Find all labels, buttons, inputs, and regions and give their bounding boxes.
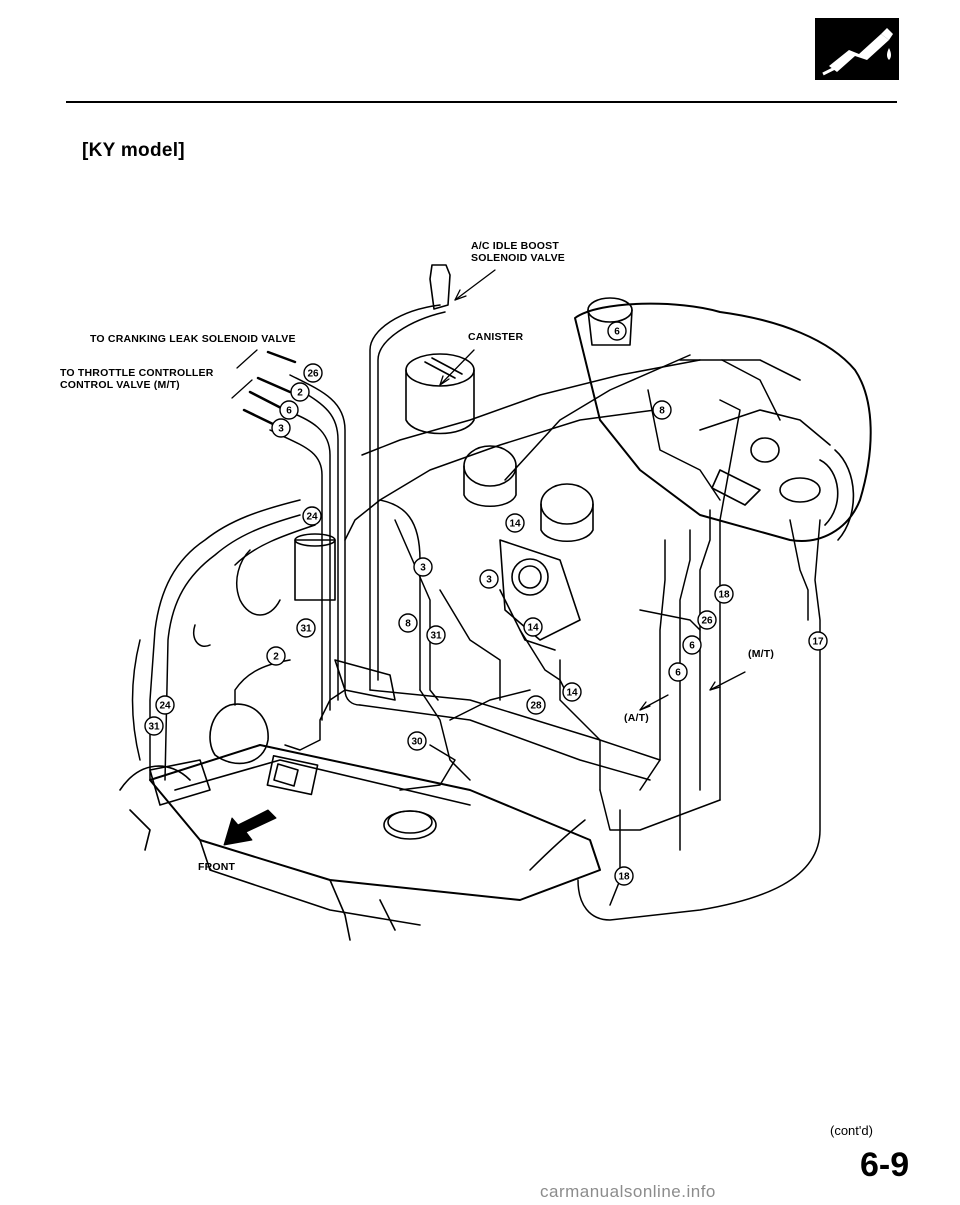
hose-callout-circle: [266, 646, 286, 666]
hose-number-24b: 24: [159, 701, 171, 712]
front-arrow: [223, 809, 277, 846]
hose-number-14a: 14: [509, 519, 521, 530]
hose-number-14b: 14: [527, 623, 539, 634]
hose-number-3a: 3: [278, 424, 284, 435]
hose-callout-circle: [290, 382, 310, 402]
hose-number-3b: 3: [420, 563, 426, 574]
mt-label: (M/T): [748, 648, 775, 660]
model-title: [KY model]: [82, 140, 185, 161]
hose-number-31b: 31: [430, 631, 442, 642]
fuel-nozzle-icon: [815, 18, 899, 80]
ac-idle-boost-label-line2: SOLENOID VALVE: [471, 252, 566, 264]
hose-number-2b: 2: [273, 652, 279, 663]
hose-number-31a: 31: [300, 624, 312, 635]
hose-callout-circle: [614, 866, 634, 886]
hose-number-18b: 18: [618, 872, 630, 883]
hose-callout-circle: [682, 635, 702, 655]
hose-callout-circle: [808, 631, 828, 651]
hose-callout-circle: [303, 363, 323, 383]
hose-number-2a: 2: [297, 388, 303, 399]
hose-number-31c: 31: [148, 722, 160, 733]
continued-note: (cont'd): [830, 1123, 873, 1138]
hose-number-26a: 26: [307, 369, 319, 380]
throttle-body-assembly: [149, 264, 633, 806]
throttle-controller-label-line2: CONTROL VALVE (M/T): [60, 379, 180, 391]
hose-callout-circle: [413, 557, 433, 577]
engine-valve-cover: [119, 744, 601, 941]
hose-callout-circle: [652, 400, 672, 420]
hose-number-24a: 24: [306, 512, 318, 523]
watermark: carmanualsonline.info: [540, 1182, 716, 1201]
hose-number-8a: 8: [659, 406, 665, 417]
hose-callout-circle: [155, 695, 175, 715]
hose-number-14c: 14: [566, 688, 578, 699]
hose-number-6top: 6: [614, 327, 620, 338]
hose-callout-circle: [526, 695, 546, 715]
hose-callout-circle: [505, 513, 525, 533]
hose-callout-circle: [398, 613, 418, 633]
hose-callout-circle: [714, 584, 734, 604]
ac-idle-boost-label-line1: A/C IDLE BOOST: [471, 240, 559, 252]
hose-callout-circle: [279, 400, 299, 420]
hose-callout-circle: [607, 321, 627, 341]
throttle-controller-label-line1: TO THROTTLE CONTROLLER: [60, 367, 214, 379]
hose-number-3c: 3: [486, 575, 492, 586]
hose-callout-circle: [523, 617, 543, 637]
hose-number-30a: 30: [411, 737, 423, 748]
hose-callout-circle: [407, 731, 427, 751]
hose-number-6a: 6: [286, 406, 292, 417]
air-cleaner-housing: [574, 302, 872, 542]
header-rule: [66, 101, 897, 103]
hose-number-28a: 28: [530, 701, 542, 712]
hose-callout-circle: [479, 569, 499, 589]
hose-callout-circle: [296, 618, 316, 638]
hose-number-18a: 18: [718, 590, 730, 601]
hose-number-8b: 8: [405, 619, 411, 630]
hose-callout-circle: [697, 610, 717, 630]
hose-number-6c: 6: [675, 668, 681, 679]
canister-label: CANISTER: [468, 331, 524, 343]
page-number: 6-9: [860, 1146, 910, 1184]
hose-callout-circle: [426, 625, 446, 645]
hose-callout-circle: [668, 662, 688, 682]
at-label: (A/T): [624, 712, 649, 724]
hose-callout-circle: [144, 716, 164, 736]
hose-callout-circle: [271, 418, 291, 438]
front-label: FRONT: [198, 861, 236, 873]
hose-number-17a: 17: [812, 637, 824, 648]
hose-callout-circle: [562, 682, 582, 702]
cranking-leak-label: TO CRANKING LEAK SOLENOID VALVE: [90, 333, 296, 345]
hose-number-6b: 6: [689, 641, 695, 652]
label-leaders: [231, 269, 746, 711]
hose-number-26b: 26: [701, 616, 713, 627]
hose-callout-circle: [302, 506, 322, 526]
